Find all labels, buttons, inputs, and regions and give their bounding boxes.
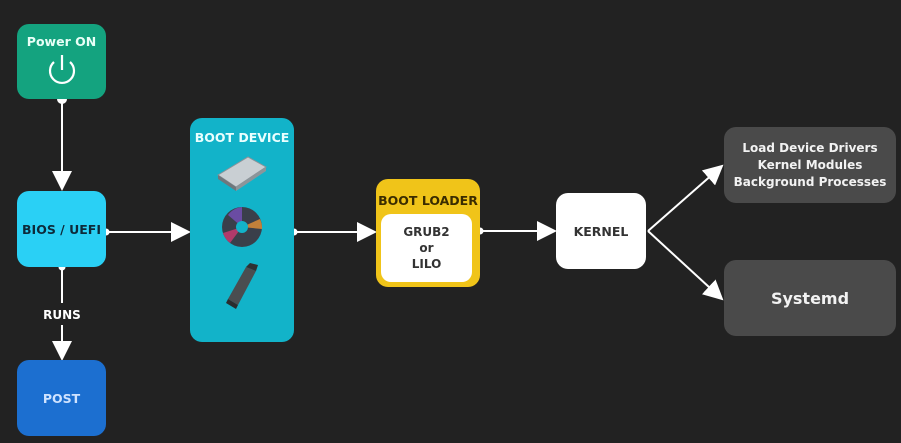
optical-disc-icon (222, 207, 263, 247)
load-drivers-node: Load Device Drivers Kernel Modules Backg… (724, 127, 896, 203)
runs-label: RUNS (43, 308, 81, 322)
power-on-node: Power ON (17, 24, 106, 99)
power-icon (48, 55, 75, 84)
kernel-node: KERNEL (556, 193, 646, 269)
edge-kernel-load (647, 164, 724, 232)
bios-uefi-node: BIOS / UEFI (17, 191, 106, 267)
systemd-node: Systemd (724, 260, 896, 336)
post-node: POST (17, 360, 106, 436)
boot-device-node: BOOT DEVICE (190, 118, 294, 342)
boot-loader-node: BOOT LOADER GRUB2 or LILO (376, 179, 480, 287)
edge-kernel-systemd (647, 230, 724, 301)
loader-options: GRUB2 or LILO (381, 214, 472, 282)
usb-drive-icon (226, 263, 258, 309)
hard-drive-icon (217, 156, 267, 191)
